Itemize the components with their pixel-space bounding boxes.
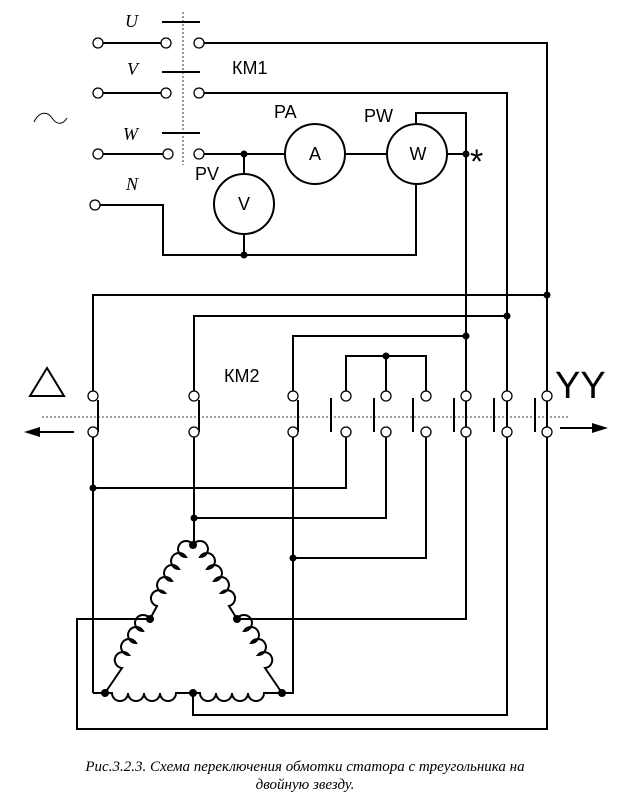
junction-dot: [190, 514, 198, 522]
left-arrow-icon: [24, 427, 74, 437]
terminal-u-in: [92, 37, 104, 49]
junction-dot: [462, 150, 470, 158]
ammeter-tag: PA: [274, 102, 297, 122]
km2-feed-lines: [92, 294, 547, 396]
wattmeter: [386, 123, 448, 185]
km1-contactor: [162, 12, 200, 165]
polarity-mark: *: [470, 143, 483, 181]
ammeter: [284, 123, 346, 185]
junction-dot: [382, 352, 390, 360]
winding-node: [278, 689, 286, 697]
voltmeter-symbol: V: [238, 194, 250, 214]
km2-label: КМ2: [224, 366, 260, 386]
km2-terminal: [541, 390, 553, 402]
wattmeter-symbol: W: [410, 144, 427, 164]
phase-u-label: U: [125, 11, 139, 31]
terminal-u-out: [193, 37, 205, 49]
km2-terminal: [380, 390, 392, 402]
km2-terminal: [501, 426, 513, 438]
junction-dot: [543, 291, 551, 299]
km2-terminal: [501, 390, 513, 402]
km2-terminal: [87, 390, 99, 402]
km2-delta-contacts: [97, 400, 299, 432]
km1-label: КМ1: [232, 58, 268, 78]
voltmeter-tag: PV: [195, 164, 219, 184]
km2-terminal: [287, 426, 299, 438]
winding-node: [189, 541, 197, 549]
voltmeter: [213, 173, 275, 235]
supply-line-u: [98, 42, 548, 432]
terminal-v-in: [92, 87, 104, 99]
figure-caption-line2: двойную звезду.: [256, 777, 355, 793]
terminal-u-mid: [160, 37, 172, 49]
junction-dot: [503, 312, 511, 320]
phase-w-label: W: [123, 124, 140, 144]
km2-terminal: [287, 390, 299, 402]
km2-terminal: [460, 426, 472, 438]
winding-node: [233, 615, 241, 623]
km2-terminal: [340, 390, 352, 402]
km2-terminal: [188, 390, 200, 402]
winding-node: [146, 615, 154, 623]
right-arrow-icon: [560, 423, 608, 433]
delta-symbol-icon: [28, 366, 66, 397]
junction-dot: [240, 150, 248, 158]
supply-line-w: [98, 112, 467, 432]
km2-terminal: [188, 426, 200, 438]
stator-winding-delta: [104, 540, 283, 702]
figure-caption-line1: Рис.3.2.3. Схема переключения обмотки ст…: [84, 759, 524, 775]
phase-n-label: N: [125, 174, 139, 194]
km2-terminal: [340, 426, 352, 438]
junction-dot: [289, 554, 297, 562]
winding-node: [189, 689, 197, 697]
phase-v-label: V: [127, 59, 140, 79]
neutral-line: [95, 154, 417, 256]
terminal-w-mid: [162, 148, 174, 160]
ammeter-symbol: A: [309, 144, 321, 164]
km2-terminal: [420, 390, 432, 402]
km2-star-contacts: [330, 398, 536, 432]
km2-terminal: [87, 426, 99, 438]
terminal-n-in: [89, 199, 101, 211]
km2-terminal: [541, 426, 553, 438]
winding-node: [101, 689, 109, 697]
junction-dot: [240, 251, 248, 259]
terminal-v-out: [193, 87, 205, 99]
wattmeter-tag: PW: [364, 106, 393, 126]
km2-terminal: [420, 426, 432, 438]
double-star-label: YY: [555, 365, 606, 407]
junction-dot: [462, 332, 470, 340]
ac-supply-icon: [33, 112, 68, 124]
terminal-w-in: [92, 148, 104, 160]
terminal-v-mid: [160, 87, 172, 99]
terminal-w-out: [193, 148, 205, 160]
winding-lead-lines: [76, 437, 548, 730]
km2-terminal: [380, 426, 392, 438]
junction-dot: [89, 484, 97, 492]
km2-terminal: [460, 390, 472, 402]
